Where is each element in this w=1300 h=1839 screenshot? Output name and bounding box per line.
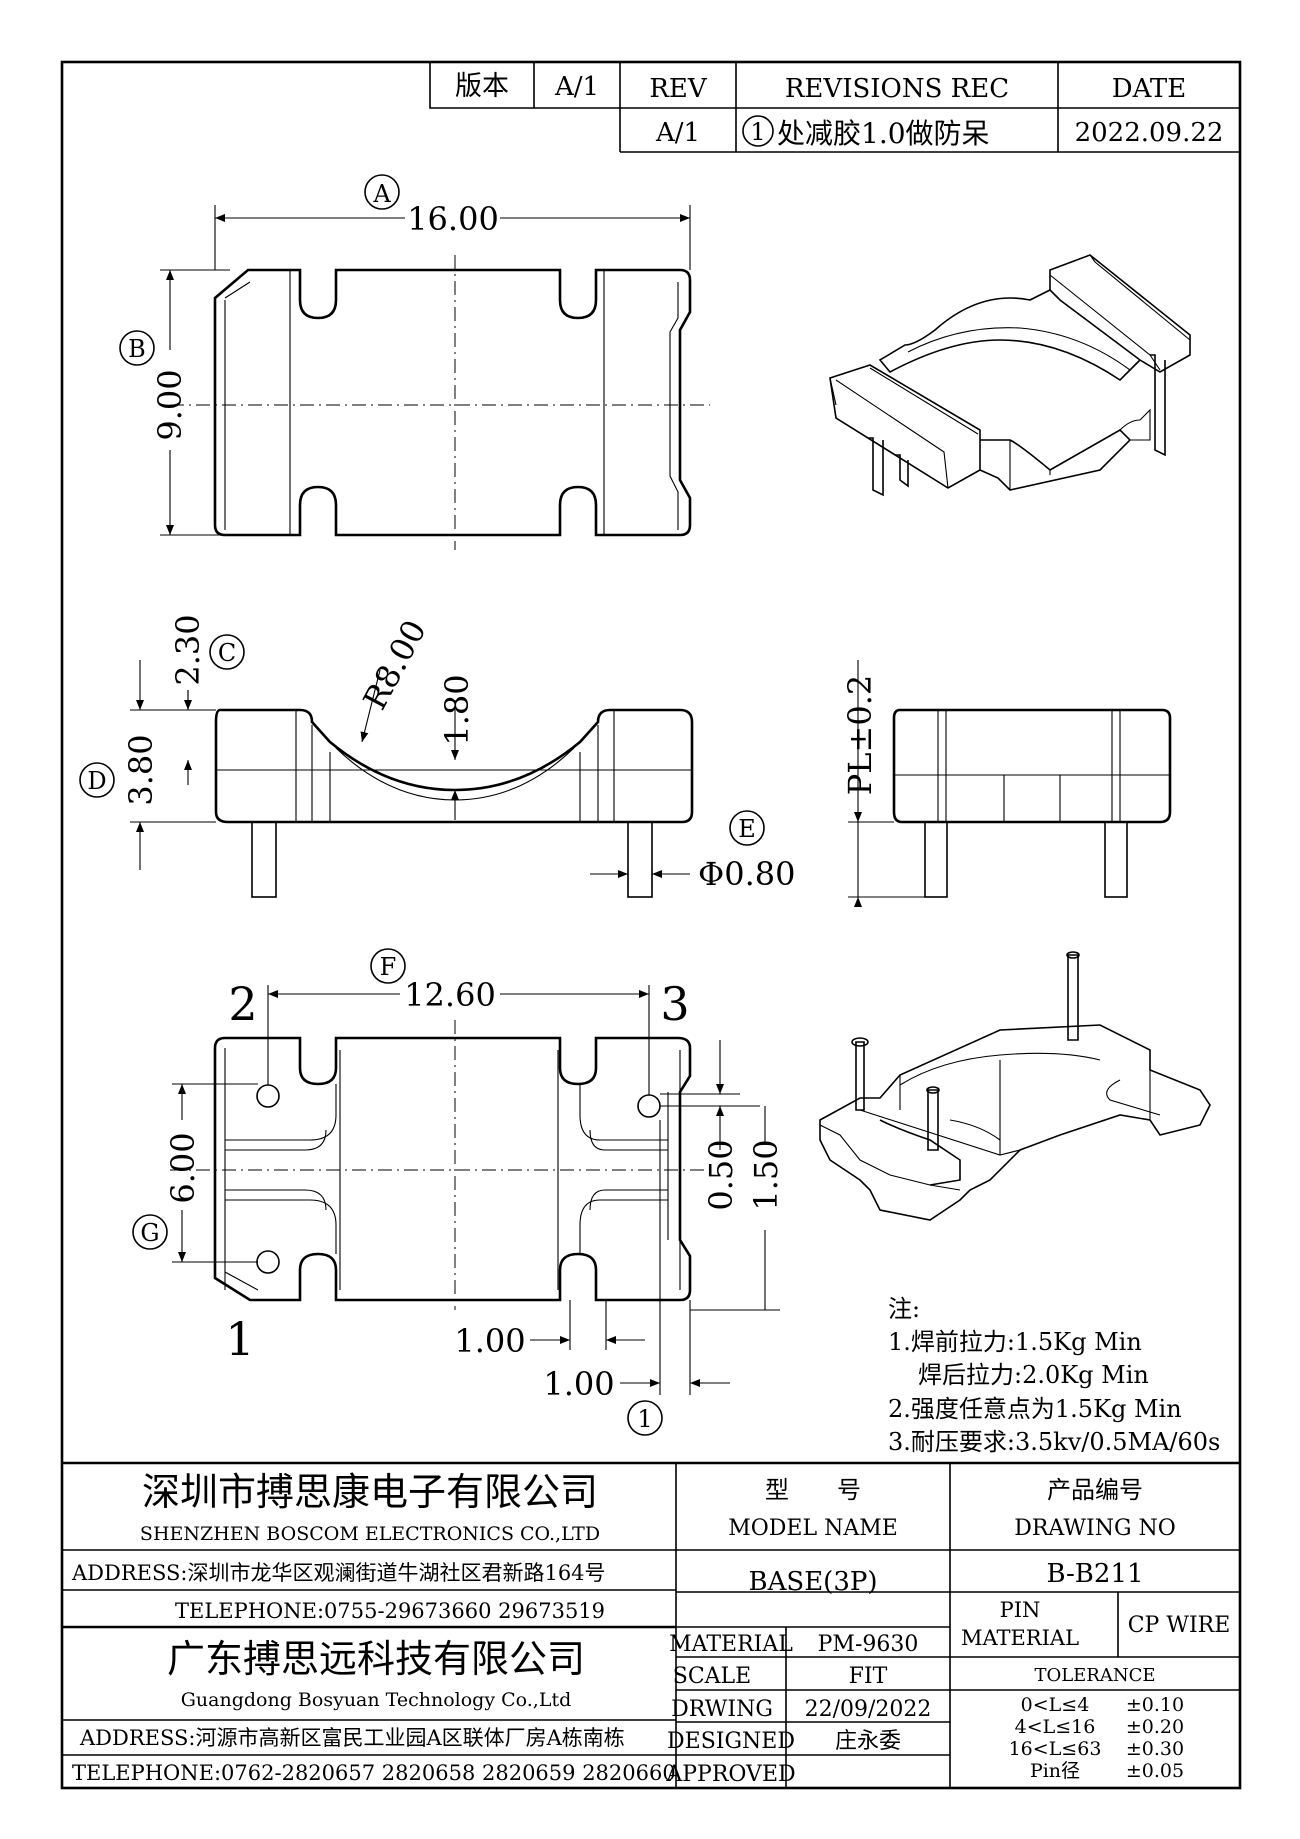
revision-mark: 1 — [750, 118, 765, 146]
dim-150: 1.50 — [747, 1139, 785, 1210]
revision-text: 处减胶1.0做防呆 — [777, 117, 990, 150]
tolerance-value: ±0.10 — [1126, 1694, 1184, 1716]
pin-1-label: 1 — [225, 1312, 254, 1366]
tolerance-label: TOLERANCE — [1034, 1665, 1155, 1686]
end-view: PL±0.2 — [841, 660, 1172, 907]
drawing-header-en: DRAWING NO — [1014, 1516, 1176, 1541]
side-view: 2.30 C 3.80 D R8.00 1.80 E Φ0.80 — [79, 614, 795, 898]
tolerance-range: 0<L≤4 — [1021, 1694, 1090, 1716]
note-line-2: 焊后拉力:2.0Kg Min — [918, 1361, 1149, 1389]
pin-2-label: 2 — [228, 977, 257, 1031]
telephone2: TELEPHONE:0762-2820657 2820658 2820659 2… — [72, 1761, 676, 1785]
dim-d-label: D — [87, 767, 106, 795]
tolerance-range: 16<L≤63 — [1009, 1738, 1102, 1760]
bottom-view: F 12.60 2 3 1 6.00 G 0.50 1.50 1.00 1.00 — [132, 948, 785, 1436]
revision-mark-bottom: 1 — [637, 1405, 652, 1433]
tolerance-value: ±0.30 — [1126, 1738, 1184, 1760]
dim-e-label: E — [738, 815, 756, 843]
rev-value: A/1 — [655, 118, 700, 148]
approved-label: APPROVED — [665, 1762, 795, 1787]
depth-value: 1.80 — [438, 674, 476, 745]
scale-value: FIT — [849, 1664, 888, 1689]
tolerance-range: 4<L≤16 — [1015, 1716, 1096, 1738]
dim-c-value: 2.30 — [169, 614, 207, 685]
dim-f-value: 12.60 — [404, 976, 496, 1014]
tolerance-value: ±0.20 — [1126, 1716, 1184, 1738]
title-block: 深圳市搏思康电子有限公司 SHENZHEN BOSCOM ELECTRONICS… — [62, 1461, 1240, 1788]
drawing-label: DRWING — [671, 1697, 773, 1722]
note-line-4: 3.耐压要求:3.5kv/0.5MA/60s — [888, 1428, 1220, 1456]
revision-date: 2022.09.22 — [1075, 118, 1224, 148]
dim-b-label: B — [128, 335, 146, 363]
tolerance-value: ±0.05 — [1126, 1760, 1184, 1782]
designed-label: DESIGNED — [667, 1729, 795, 1754]
pin-diameter-value: Φ0.80 — [698, 855, 795, 893]
dim-c-label: C — [218, 639, 236, 667]
revisions-header: REVISIONS REC — [785, 74, 1009, 104]
isometric-top-view — [829, 254, 1191, 497]
material-label: MATERIAL — [669, 1632, 793, 1657]
drawing-header-cn: 产品编号 — [1047, 1476, 1143, 1504]
drawing-value: B-B211 — [1046, 1559, 1143, 1589]
address2: ADDRESS:河源市高新区富民工业园A区联体厂房A栋南栋 — [79, 1726, 625, 1750]
dim-050: 0.50 — [702, 1139, 740, 1210]
pin-3-label: 3 — [660, 977, 689, 1031]
rev-header: REV — [649, 74, 708, 104]
revision-table: 版本 A/1 REV REVISIONS REC DATE A/1 1 处减胶1… — [429, 62, 1240, 153]
dim-d-value: 3.80 — [122, 734, 160, 805]
dim-100-b: 1.00 — [543, 1365, 614, 1403]
dim-g-value: 6.00 — [164, 1132, 202, 1203]
company2-cn: 广东搏思远科技有限公司 — [167, 1637, 585, 1681]
pl-value: PL±0.2 — [841, 675, 879, 795]
dim-f-label: F — [380, 953, 397, 981]
dim-a-value: 16.00 — [407, 200, 499, 238]
pin-material-value: CP WIRE — [1128, 1613, 1231, 1638]
drawing-date: 22/09/2022 — [805, 1697, 932, 1722]
notes: 注: 1.焊前拉力:1.5Kg Min 焊后拉力:2.0Kg Min 2.强度任… — [888, 1295, 1220, 1456]
dim-b-value: 9.00 — [151, 369, 189, 440]
pin-material-label-2: MATERIAL — [961, 1626, 1079, 1650]
dim-100-a: 1.00 — [454, 1322, 525, 1360]
note-line-3: 2.强度任意点为1.5Kg Min — [888, 1395, 1182, 1423]
model-value: BASE(3P) — [749, 1567, 878, 1597]
rev-version-value: A/1 — [554, 72, 599, 102]
dim-g-label: G — [140, 1219, 159, 1247]
material-value: PM-9630 — [818, 1632, 919, 1657]
isometric-bottom-view — [819, 951, 1211, 1221]
company1-cn: 深圳市搏思康电子有限公司 — [142, 1470, 598, 1514]
tolerance-table: 0<L≤4 ±0.10 4<L≤16 ±0.20 16<L≤63 ±0.30 P… — [1009, 1694, 1185, 1782]
telephone1: TELEPHONE:0755-29673660 29673519 — [175, 1599, 605, 1623]
radius-value: R8.00 — [356, 614, 434, 716]
address1: ADDRESS:深圳市龙华区观澜街道牛湖社区君新路164号 — [71, 1561, 606, 1585]
company2-en: Guangdong Bosyuan Technology Co.,Ltd — [181, 1689, 572, 1711]
note-line-1: 1.焊前拉力:1.5Kg Min — [888, 1328, 1142, 1356]
date-header: DATE — [1112, 74, 1187, 104]
rev-version-label: 版本 — [455, 71, 509, 102]
scale-label: SCALE — [673, 1664, 751, 1689]
top-view: A 16.00 B 9.00 — [119, 174, 710, 550]
model-header-en: MODEL NAME — [728, 1516, 898, 1541]
dim-a-label: A — [372, 180, 391, 208]
pin-material-label-1: PIN — [1000, 1598, 1041, 1622]
model-header-cn: 型 号 — [765, 1476, 861, 1504]
tolerance-range: Pin径 — [1030, 1760, 1080, 1782]
drawing-border — [60, 60, 1242, 1790]
notes-title: 注: — [888, 1295, 920, 1323]
designed-value: 庄永委 — [835, 1729, 901, 1754]
company1-en: SHENZHEN BOSCOM ELECTRONICS CO.,LTD — [140, 1523, 600, 1545]
